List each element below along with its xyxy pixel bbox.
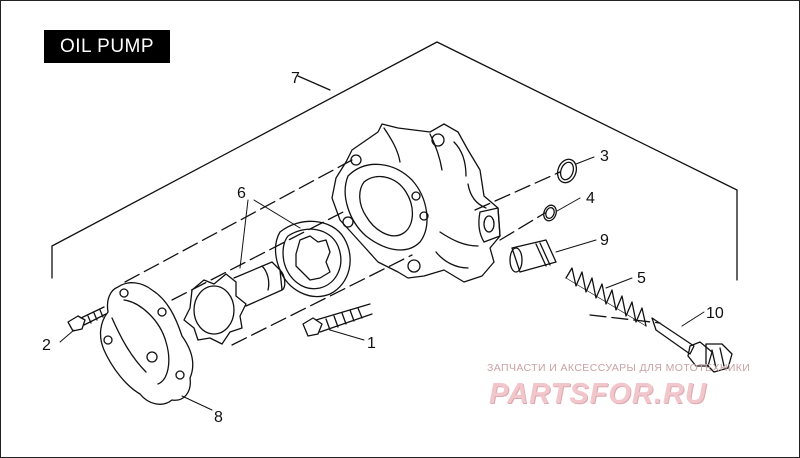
watermark-logo: PARTSFOR.RU	[489, 378, 707, 410]
part-pump-cover	[99, 282, 194, 405]
part-bolt	[302, 303, 373, 337]
callout-4: 4	[586, 190, 595, 207]
callout-1: 1	[367, 335, 376, 352]
part-inner-rotor	[183, 261, 286, 345]
watermark-caption: ЗАПЧАСТИ И АКСЕССУАРЫ ДЛЯ МОТОТЕХНИКИ	[487, 362, 751, 374]
part-outer-rotor	[274, 220, 351, 298]
callout-7: 7	[291, 70, 300, 87]
leader-lines	[59, 156, 705, 411]
diagram-title: OIL PUMP	[44, 30, 170, 63]
part-screw	[67, 306, 107, 332]
callout-2: 2	[42, 337, 51, 354]
part-valve-piston	[509, 239, 557, 273]
part-o-ring-small	[543, 204, 557, 222]
callout-3: 3	[600, 148, 609, 165]
callout-6: 6	[237, 185, 246, 202]
alignment-lines	[124, 159, 661, 346]
part-plug	[651, 317, 733, 373]
assembly-bracket	[51, 41, 738, 281]
part-pump-body	[331, 123, 501, 283]
callout-8: 8	[214, 409, 223, 426]
part-o-ring-large	[556, 158, 578, 184]
callout-5: 5	[637, 270, 646, 287]
callout-10: 10	[706, 305, 724, 322]
part-spring	[565, 267, 647, 327]
callout-9: 9	[600, 232, 609, 249]
